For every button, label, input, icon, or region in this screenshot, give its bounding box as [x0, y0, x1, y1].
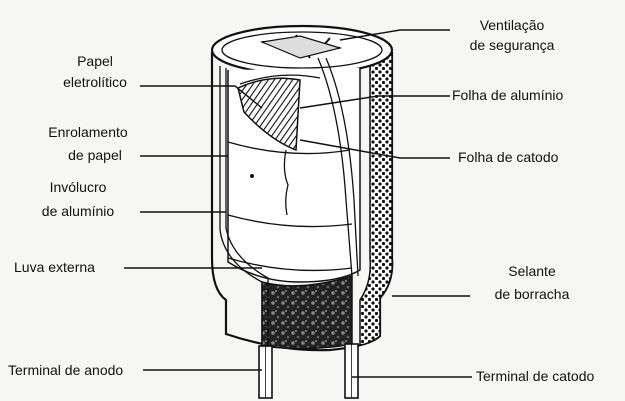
rubber-seal — [261, 274, 353, 350]
label-folha-catodo: Folha de catodo — [458, 149, 559, 165]
label-papel-eletrolitico-2: eletrolítico — [63, 74, 127, 90]
label-enrolamento-1: Enrolamento — [48, 124, 128, 140]
label-papel-eletrolitico-1: Papel — [77, 53, 113, 69]
label-involucro-2: de alumínio — [42, 203, 115, 219]
label-folha-aluminio: Folha de alumínio — [452, 87, 564, 103]
label-enrolamento-2: de papel — [68, 147, 122, 163]
label-ventilacao-1: Ventilação — [480, 17, 545, 33]
label-ventilacao-2: de segurança — [470, 37, 555, 53]
labels: Ventilação de segurança Papel eletrolíti… — [8, 17, 595, 384]
label-selante-1: Selante — [508, 263, 556, 279]
label-luva-externa: Luva externa — [14, 259, 95, 275]
electrolytic-paper-flap — [237, 77, 301, 152]
outer-sleeve — [351, 51, 393, 346]
label-terminal-catodo: Terminal de catodo — [476, 368, 595, 384]
label-selante-2: de borracha — [495, 286, 570, 302]
label-terminal-anodo: Terminal de anodo — [8, 362, 123, 378]
leader-lines — [124, 29, 472, 378]
capacitor-body — [210, 24, 394, 399]
label-involucro-1: Invólucro — [50, 179, 107, 195]
